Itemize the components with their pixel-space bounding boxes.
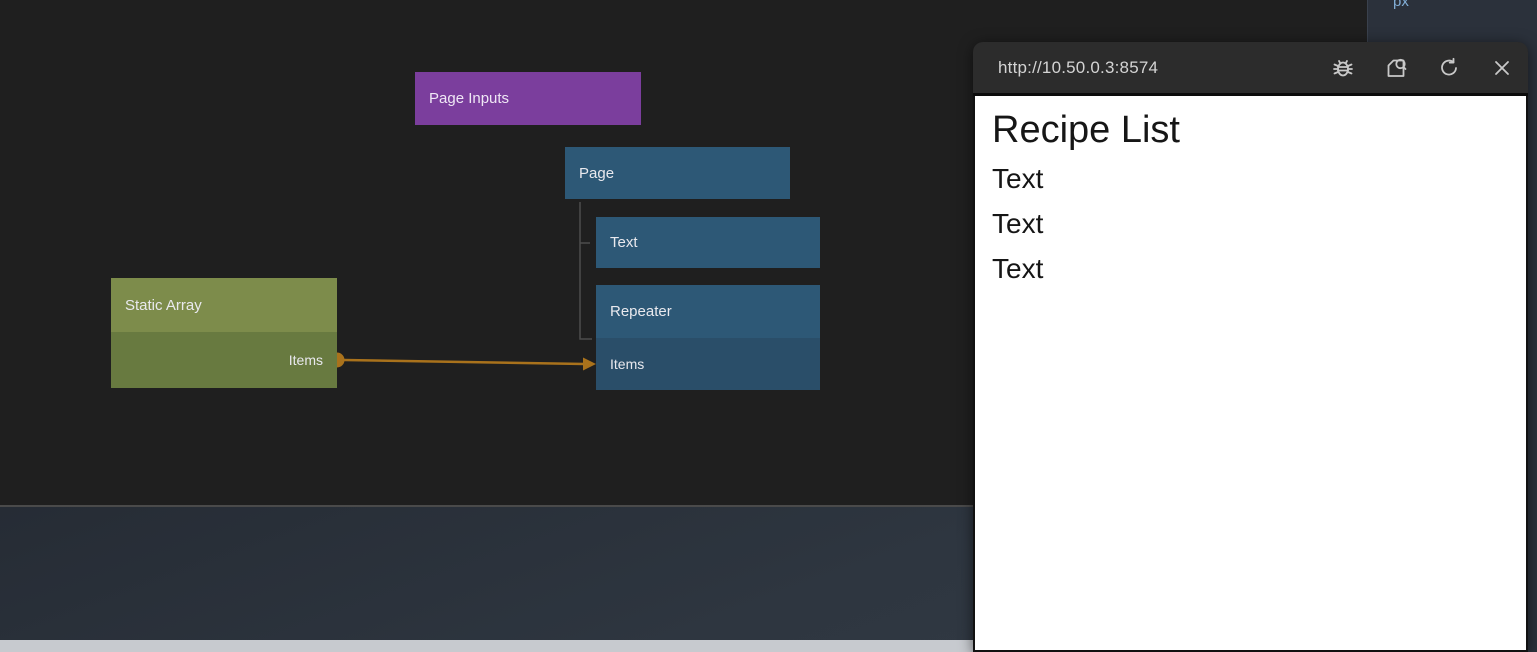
static-array-items-output-label[interactable]: Items <box>111 332 337 388</box>
address-bar[interactable]: http://10.50.0.3:8574 <box>998 57 1159 77</box>
px-unit-label: px <box>1393 0 1409 10</box>
node-static-array[interactable]: Static Array Items <box>111 278 337 388</box>
close-icon <box>1495 60 1509 75</box>
refresh-icon <box>1441 57 1457 75</box>
browser-preview-window: http://10.50.0.3:8574 <box>973 42 1528 652</box>
node-title: Page Inputs <box>429 90 510 107</box>
close-preview-button[interactable] <box>1490 56 1514 80</box>
connection-wire[interactable] <box>343 357 596 371</box>
refresh-button[interactable] <box>1437 56 1461 80</box>
tree-connector <box>579 202 592 340</box>
page-text-line: Text <box>992 252 1044 284</box>
browser-viewport: Recipe List Text Text Text <box>973 96 1528 650</box>
node-repeater[interactable]: Repeater Items <box>596 285 820 390</box>
node-text[interactable]: Text <box>596 217 820 268</box>
debug-button[interactable] <box>1331 56 1355 80</box>
toolbar-icons <box>1331 56 1514 80</box>
node-title: Static Array <box>125 296 202 314</box>
node-title: Repeater <box>610 303 672 320</box>
open-preview-button[interactable] <box>1384 56 1408 80</box>
page-title: Recipe List <box>992 109 1180 151</box>
repeater-items-input-port[interactable]: Items <box>596 338 820 390</box>
node-title: Text <box>610 234 638 251</box>
debug-icon <box>1333 59 1353 76</box>
open-preview-icon <box>1387 58 1407 77</box>
browser-divider <box>973 93 1528 96</box>
node-title: Page <box>579 164 615 182</box>
arrowhead-icon <box>583 357 596 371</box>
page-text-line: Text <box>992 207 1044 239</box>
node-page[interactable]: Page <box>565 147 790 199</box>
browser-toolbar: http://10.50.0.3:8574 <box>973 42 1528 93</box>
node-page-inputs[interactable]: Page Inputs <box>415 72 641 125</box>
page-text-line: Text <box>992 162 1044 194</box>
